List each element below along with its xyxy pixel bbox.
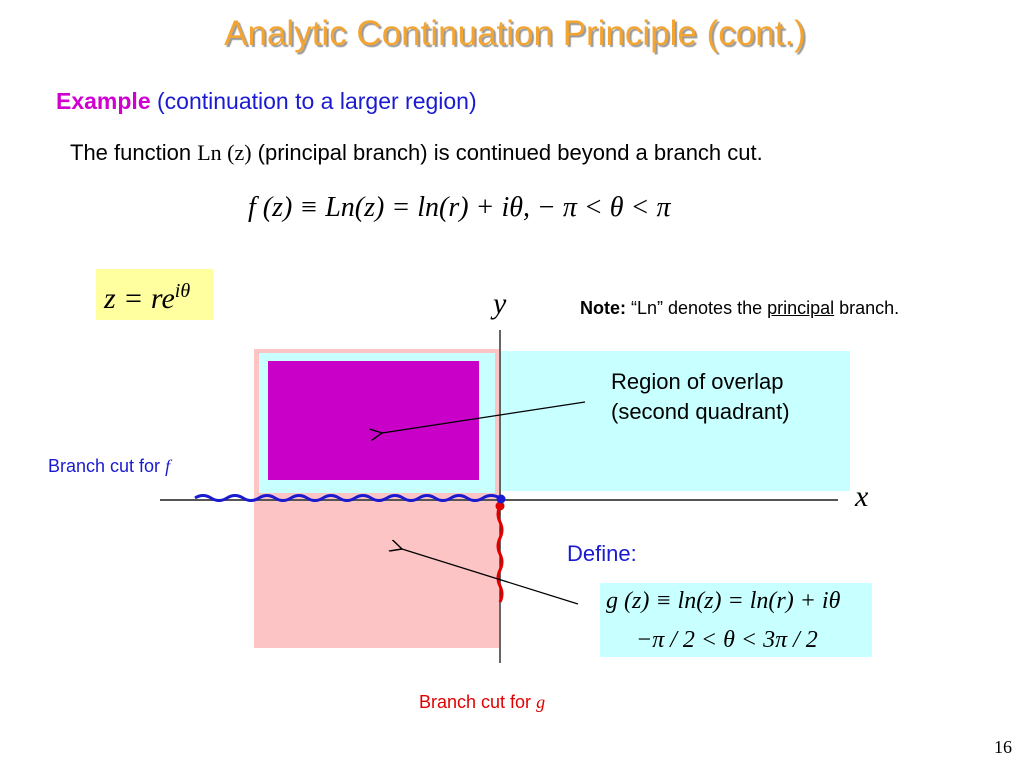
example-label: Example bbox=[56, 88, 151, 114]
branch-cut-g-line bbox=[496, 505, 504, 603]
note-after: branch. bbox=[834, 298, 900, 318]
define-label: Define: bbox=[567, 541, 637, 566]
branch-cut-f-text: Branch cut for bbox=[48, 456, 166, 476]
note: Note: “Ln” denotes the principal branch. bbox=[580, 298, 899, 319]
overlap-region bbox=[268, 361, 479, 480]
branch-cut-f-var: f bbox=[165, 456, 171, 476]
branch-cut-g-var: g bbox=[536, 692, 546, 712]
g-equation: g (z) ≡ ln(z) = ln(r) + iθ bbox=[606, 588, 841, 614]
branch-cut-g-label: Branch cut for g bbox=[419, 692, 545, 713]
g-definition-box bbox=[600, 583, 872, 657]
z-polar-equation: z = reiθ bbox=[104, 280, 190, 316]
branch-point-f bbox=[496, 494, 506, 504]
f-equation: f (z) ≡ Ln(z) = ln(r) + iθ, − π < θ < π bbox=[248, 192, 671, 223]
intro-text: The function Ln (z) (principal branch) i… bbox=[70, 140, 763, 166]
example-heading: Example (continuation to a larger region… bbox=[56, 88, 477, 115]
branch-cut-f-line bbox=[194, 494, 501, 502]
slide-title: Analytic Continuation Principle (cont.) bbox=[224, 14, 806, 53]
z-polar-exp: iθ bbox=[174, 280, 191, 302]
z-polar-highlight bbox=[96, 269, 213, 320]
g-region-arrow bbox=[402, 549, 579, 605]
y-axis-label: y bbox=[493, 287, 507, 320]
note-underlined: principal bbox=[767, 298, 835, 318]
example-text: (continuation to a larger region) bbox=[150, 88, 477, 114]
intro-fn: Ln (z) bbox=[197, 140, 252, 165]
note-before: “Ln” denotes the bbox=[626, 298, 768, 318]
x-axis-label: x bbox=[855, 480, 869, 513]
z-polar-base: z = re bbox=[104, 282, 175, 315]
intro-after: (principal branch) is continued beyond a… bbox=[251, 140, 763, 165]
branch-point-g bbox=[495, 501, 505, 511]
branch-cut-g-text: Branch cut for bbox=[419, 692, 537, 712]
overlap-arrow bbox=[382, 401, 586, 433]
branch-cut-f-label: Branch cut for f bbox=[48, 456, 170, 477]
intro-before: The function bbox=[70, 140, 198, 165]
f-domain-region-right bbox=[500, 351, 850, 491]
g-range: −π / 2 < θ < 3π / 2 bbox=[636, 627, 818, 653]
page-number: 16 bbox=[994, 737, 1012, 757]
note-label: Note: bbox=[580, 298, 626, 318]
overlap-label: Region of overlap (second quadrant) bbox=[611, 369, 790, 424]
